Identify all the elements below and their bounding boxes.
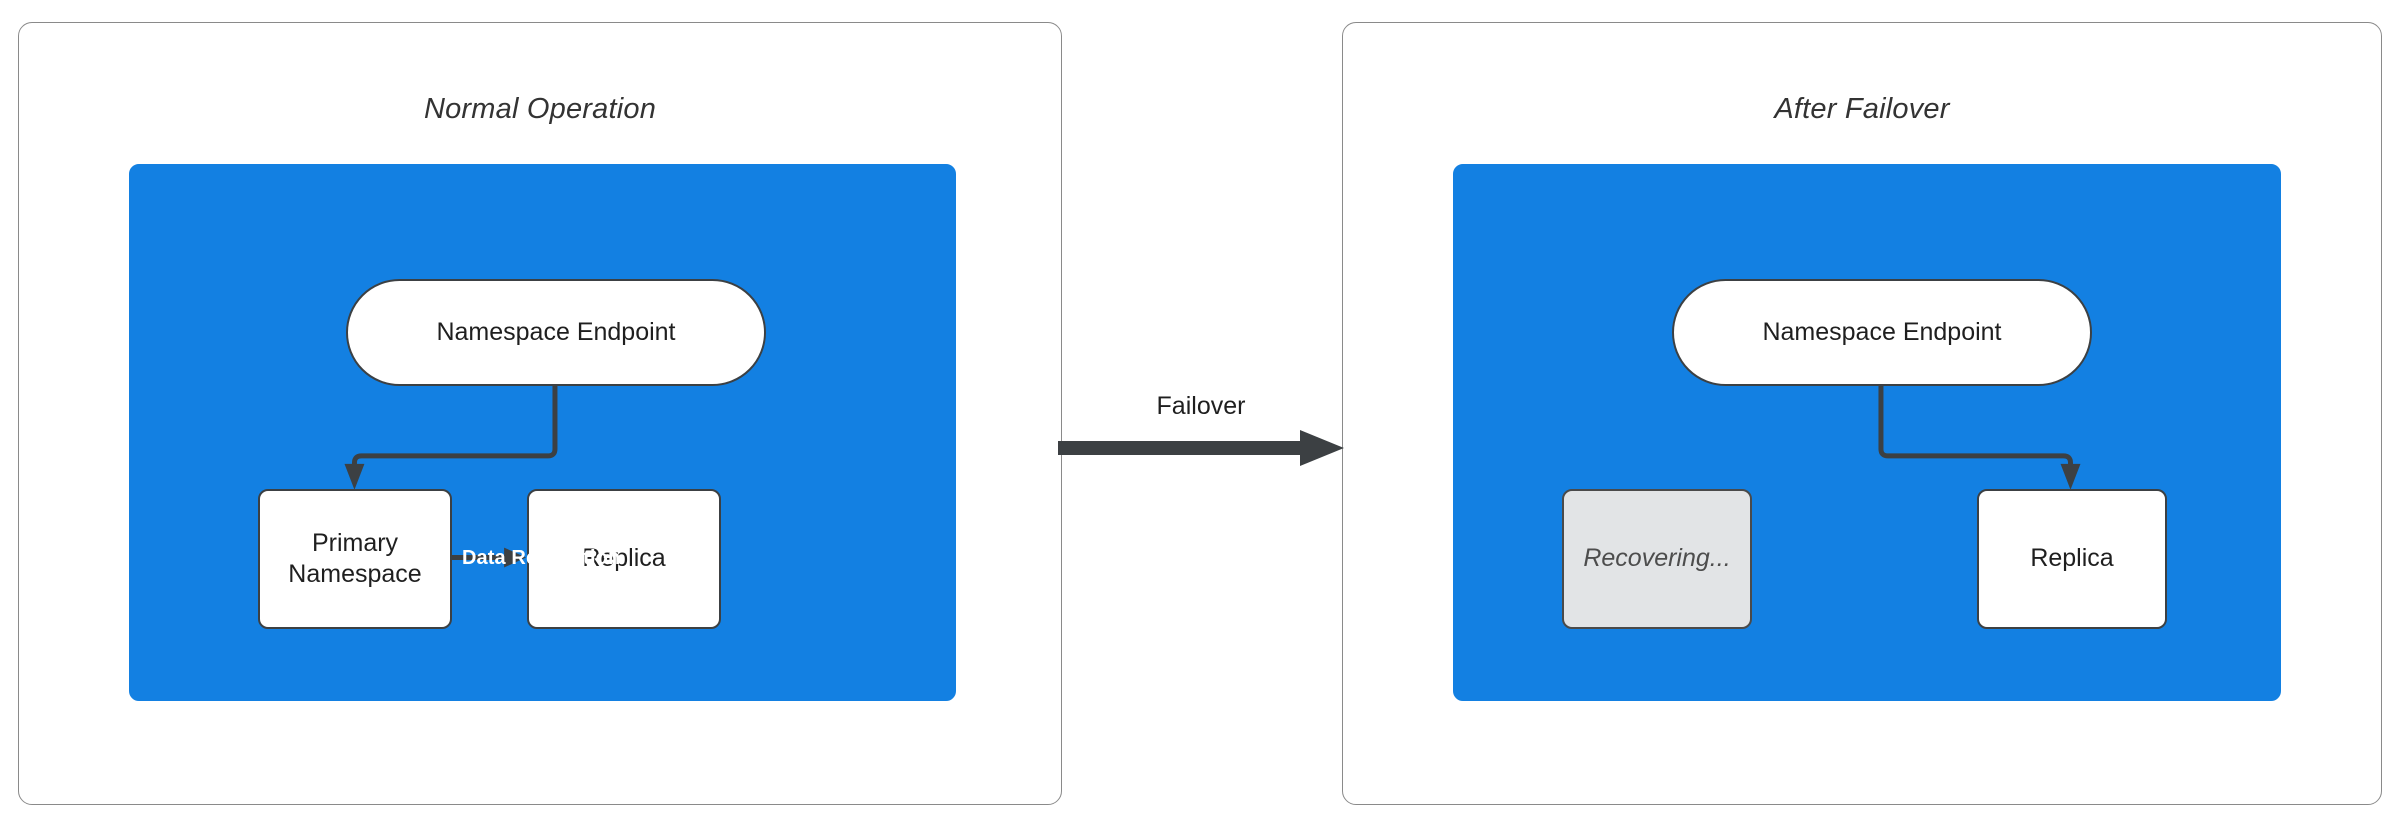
node-label: Replica bbox=[2030, 544, 2114, 573]
transition-arrow-icon bbox=[1058, 430, 1344, 466]
node-label: Primary Namespace bbox=[288, 528, 421, 591]
node-label: Namespace Endpoint bbox=[436, 317, 676, 346]
arrow-shaft bbox=[1058, 441, 1306, 455]
panel-title-after-failover: After Failover bbox=[1774, 93, 1950, 125]
edge-endpoint-to-primary bbox=[351, 385, 558, 470]
node-label: Namespace Endpoint bbox=[1762, 317, 2002, 346]
panel-after-failover: After Failover Namespace Endpoint Recove… bbox=[1342, 22, 2382, 805]
node-label: Replica bbox=[582, 544, 666, 573]
panel-title-normal-operation: Normal Operation bbox=[423, 93, 657, 125]
node-namespace-endpoint-failover[interactable]: Namespace Endpoint bbox=[1672, 279, 2092, 386]
node-primary-namespace[interactable]: Primary Namespace bbox=[258, 489, 452, 629]
arrowhead-endpoint-to-primary bbox=[344, 463, 365, 490]
node-replica-failover[interactable]: Replica bbox=[1977, 489, 2167, 629]
node-recovering[interactable]: Recovering... bbox=[1562, 489, 1752, 629]
arrow-head bbox=[1300, 430, 1344, 466]
panel-normal-operation: Normal Operation Namespace Endpoint Prim… bbox=[18, 22, 1062, 805]
node-label-line2: Namespace bbox=[288, 560, 422, 588]
transition-label-failover: Failover bbox=[1156, 392, 1246, 420]
transition-failover: Failover bbox=[1058, 392, 1344, 492]
node-label-line1: Primary bbox=[311, 528, 399, 557]
node-namespace-endpoint-normal[interactable]: Namespace Endpoint bbox=[346, 279, 766, 386]
edge-label-data-replication: Data Replication bbox=[462, 547, 621, 569]
node-replica-normal[interactable]: Replica bbox=[527, 489, 721, 629]
arrowhead-endpoint-to-replica bbox=[2060, 463, 2081, 490]
node-label: Recovering... bbox=[1583, 544, 1731, 573]
cluster-after-failover: Namespace Endpoint Recovering... Replica bbox=[1453, 164, 2281, 701]
edge-endpoint-to-replica bbox=[1878, 385, 2074, 470]
cluster-normal-operation: Namespace Endpoint Primary Namespace Rep… bbox=[129, 164, 956, 701]
